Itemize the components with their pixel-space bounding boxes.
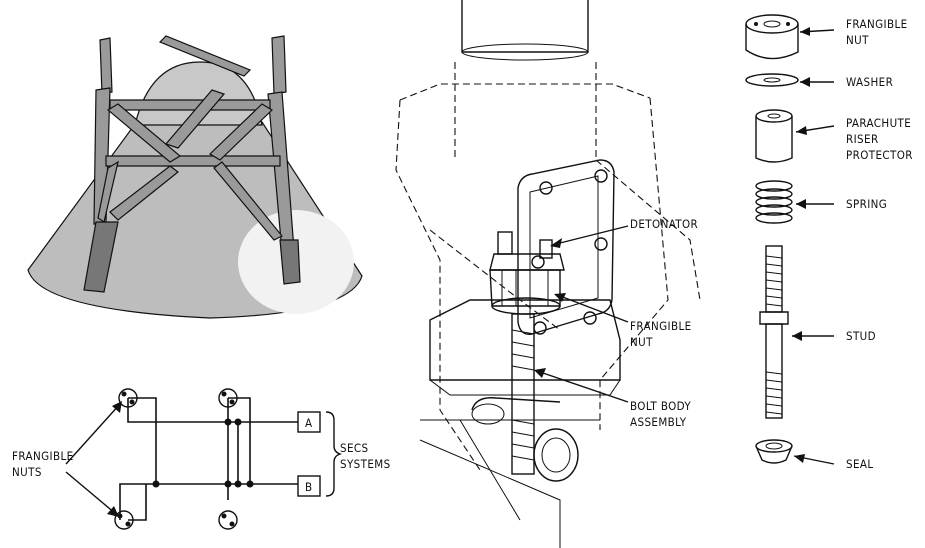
parachute-riser-protector-part: PARACHUTE RISER PROTECTOR <box>755 109 913 163</box>
svg-text:PROTECTOR: PROTECTOR <box>846 148 913 162</box>
stud-part: STUD <box>759 245 876 419</box>
svg-text:RISER: RISER <box>846 132 879 146</box>
svg-text:NUTS: NUTS <box>12 465 42 479</box>
tower-legs <box>83 35 301 293</box>
svg-text:SECS: SECS <box>340 441 369 455</box>
washer-part: WASHER <box>745 73 893 89</box>
system-b-box: B <box>297 475 321 497</box>
svg-text:B: B <box>305 480 313 494</box>
frangible-nut-symbol <box>118 388 138 408</box>
svg-text:NUT: NUT <box>846 33 869 47</box>
svg-text:SEAL: SEAL <box>846 457 874 471</box>
svg-text:NUT: NUT <box>630 335 653 349</box>
bolt-body-assembly-label: BOLT BODY ASSEMBLY <box>534 368 691 429</box>
frangible-nut-mid-label: FRANGIBLE NUT <box>554 293 692 349</box>
tower-leg-fitting <box>395 0 701 548</box>
spring-part: SPRING <box>755 180 887 224</box>
svg-text:SYSTEMS: SYSTEMS <box>340 457 391 471</box>
frangible-nut-part: FRANGIBLE NUT <box>745 14 908 60</box>
detonator-label: DETONATOR <box>550 217 698 248</box>
seal-part: SEAL <box>755 439 874 471</box>
system-a-box: A <box>297 411 321 433</box>
svg-text:WASHER: WASHER <box>846 75 893 89</box>
frangible-nut-symbol <box>218 510 238 530</box>
secs-brace: SECS SYSTEMS <box>325 411 391 497</box>
svg-text:FRANGIBLE: FRANGIBLE <box>846 17 908 31</box>
svg-text:ASSEMBLY: ASSEMBLY <box>630 415 687 429</box>
svg-text:STUD: STUD <box>846 329 876 343</box>
detonator-assembly <box>489 231 565 315</box>
svg-text:BOLT BODY: BOLT BODY <box>630 399 691 413</box>
svg-text:FRANGIBLE: FRANGIBLE <box>12 449 74 463</box>
svg-text:FRANGIBLE: FRANGIBLE <box>630 319 692 333</box>
frangible-nut-symbol <box>114 510 134 530</box>
bolt-body <box>511 313 535 475</box>
frangible-nuts-label: FRANGIBLE NUTS <box>12 401 122 517</box>
svg-text:SPRING: SPRING <box>846 197 887 211</box>
svg-text:PARACHUTE: PARACHUTE <box>846 116 911 130</box>
frangible-nut-symbol <box>218 388 238 408</box>
mounting-plate <box>517 159 615 335</box>
svg-text:A: A <box>305 416 312 430</box>
svg-text:DETONATOR: DETONATOR <box>630 217 698 231</box>
wiring-schematic <box>119 397 298 521</box>
